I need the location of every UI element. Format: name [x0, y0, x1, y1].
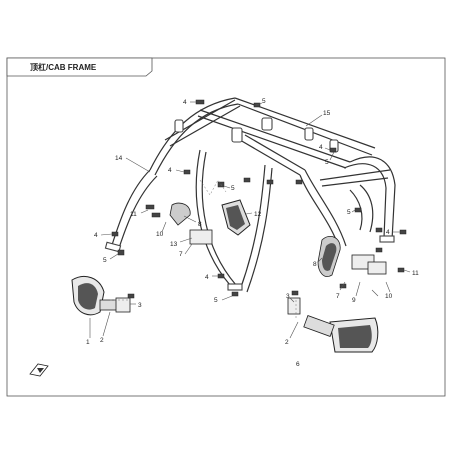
cab-frame-tubes	[104, 97, 396, 293]
callout-label: 4	[183, 99, 187, 106]
callout-label: 15	[323, 110, 331, 117]
callout-label: 4	[168, 167, 172, 174]
callout-label: 4	[386, 229, 390, 236]
callout-label: 3	[286, 293, 290, 300]
callout-label: 5	[231, 185, 235, 192]
callout-label: 5	[214, 297, 218, 304]
left-mirror	[71, 276, 131, 316]
callout-label: 4	[205, 274, 209, 281]
callout-label: 2	[100, 337, 104, 344]
callout-label: 9	[352, 297, 356, 304]
title-tab	[6, 57, 153, 77]
callout-label: 7	[336, 293, 340, 300]
callout-label: 11	[130, 211, 137, 218]
direction-arrow-icon	[29, 363, 49, 377]
callout-label: 5	[103, 257, 107, 264]
diagram-border	[6, 57, 446, 397]
callout-label: 5	[262, 98, 266, 105]
callout-label: 3	[138, 302, 142, 309]
mirror-mount-left	[169, 202, 213, 245]
callout-label: 2	[285, 339, 289, 346]
reference-lines	[110, 179, 297, 320]
callout-label: 10	[156, 231, 164, 238]
callout-label: 10	[385, 293, 393, 300]
callout-label: 1	[86, 339, 90, 346]
callout-label: 5	[347, 209, 351, 216]
callout-label: 14	[115, 155, 123, 162]
page-title: 顶杠/CAB FRAME	[30, 62, 97, 72]
callout-label: 8	[198, 221, 202, 228]
right-mirror	[287, 297, 379, 353]
callouts: 1 2 3 2 3 4 4 4 4 4 4 5 5 5 5 5 5	[86, 98, 419, 368]
callout-label: 6	[296, 361, 300, 368]
callout-label: 7	[179, 251, 183, 258]
callout-label: 13	[170, 241, 178, 248]
callout-label: 11	[412, 270, 419, 277]
callout-label: 5	[325, 159, 329, 166]
callout-label: 8	[313, 261, 317, 268]
mirror-mount-right	[317, 236, 387, 277]
bracket-12	[221, 199, 251, 236]
callout-label: 12	[254, 211, 262, 218]
callout-label: 4	[94, 232, 98, 239]
callout-label: 4	[319, 144, 323, 151]
